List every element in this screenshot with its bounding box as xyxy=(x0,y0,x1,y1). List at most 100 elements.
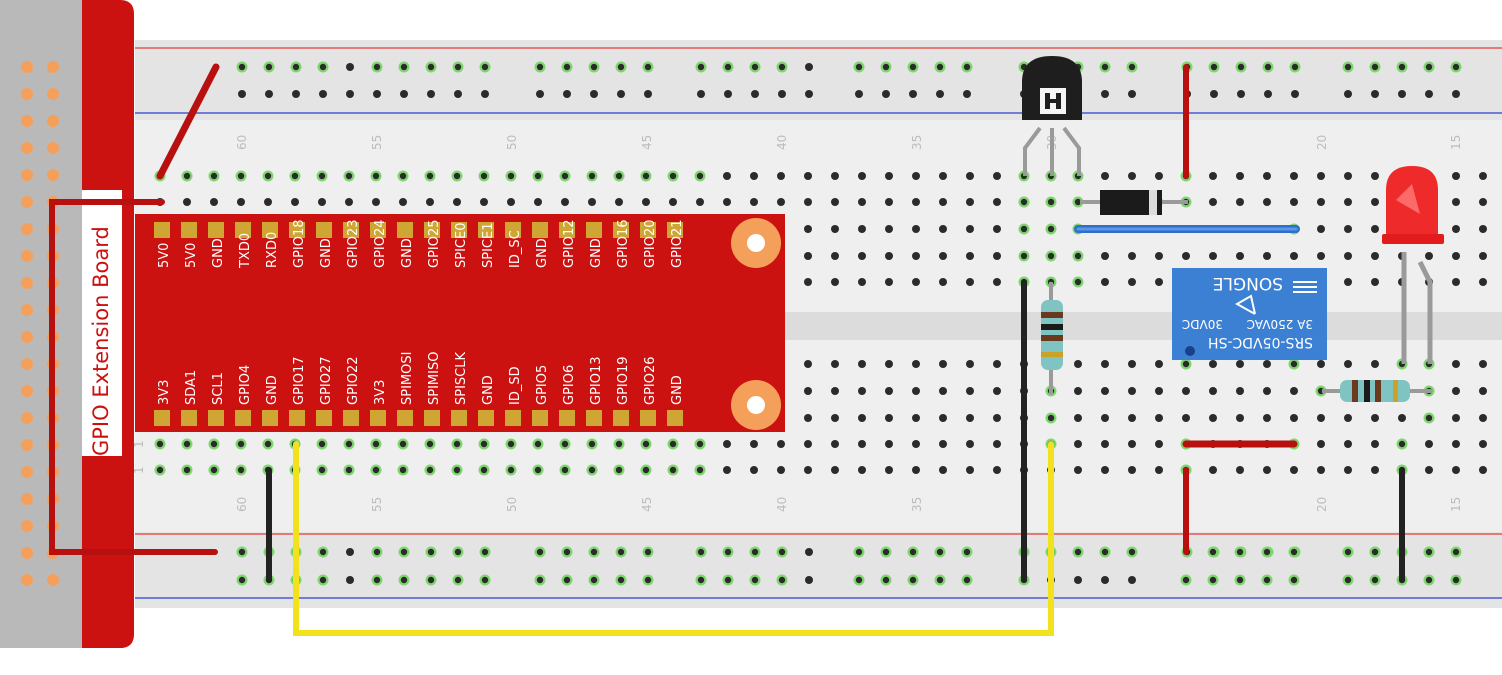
terminal-hole xyxy=(1101,440,1109,448)
terminal-hole xyxy=(966,440,974,448)
terminal-hole xyxy=(966,172,974,180)
terminal-hole xyxy=(831,466,839,474)
terminal-hole xyxy=(1479,360,1487,368)
terminal-hole xyxy=(1344,225,1352,233)
pin-label: 5V0 xyxy=(157,243,172,268)
terminal-hole xyxy=(858,360,866,368)
terminal-hole xyxy=(858,440,866,448)
wire-red-5v xyxy=(49,199,218,555)
terminal-hole xyxy=(1101,414,1109,422)
terminal-hole xyxy=(777,172,785,180)
terminal-hole xyxy=(1101,278,1109,286)
terminal-hole xyxy=(885,360,893,368)
resistor-horizontal xyxy=(1322,380,1432,402)
terminal-hole xyxy=(939,225,947,233)
terminal-hole xyxy=(912,172,920,180)
column-number: 55 xyxy=(370,497,384,512)
terminal-hole xyxy=(858,387,866,395)
rail-hole xyxy=(1452,90,1460,98)
header-pin xyxy=(21,547,33,559)
pin-pad xyxy=(370,222,386,238)
header-pin xyxy=(21,142,33,154)
rail-hole xyxy=(909,90,917,98)
relay-rating-dc: 30VDC xyxy=(1182,317,1223,331)
rail-hole xyxy=(346,63,354,71)
terminal-hole xyxy=(1452,414,1460,422)
rail-hole xyxy=(400,90,408,98)
terminal-hole xyxy=(1317,172,1325,180)
pin-pad xyxy=(343,410,359,426)
pin-pad xyxy=(343,222,359,238)
terminal-hole xyxy=(1128,360,1136,368)
pin-pad xyxy=(154,410,170,426)
terminal-hole xyxy=(480,198,488,206)
terminal-hole xyxy=(939,440,947,448)
terminal-hole xyxy=(723,440,731,448)
terminal-hole xyxy=(642,198,650,206)
terminal-hole xyxy=(1371,414,1379,422)
terminal-hole xyxy=(1344,278,1352,286)
terminal-hole xyxy=(1344,198,1352,206)
terminal-hole xyxy=(912,466,920,474)
terminal-hole xyxy=(1479,466,1487,474)
wires xyxy=(49,63,1405,636)
terminal-hole xyxy=(1128,278,1136,286)
terminal-hole xyxy=(1344,466,1352,474)
terminal-hole xyxy=(777,440,785,448)
terminal-hole xyxy=(831,387,839,395)
pin-label: GPIO16 xyxy=(616,219,631,268)
row-marker: 1 xyxy=(132,440,146,448)
pin-label: GPIO21 xyxy=(670,219,685,268)
terminal-hole xyxy=(993,387,1001,395)
relay-brand: SONGLE xyxy=(1213,273,1283,293)
pin-label: SPICE1 xyxy=(481,223,496,269)
terminal-hole xyxy=(1074,440,1082,448)
terminal-hole xyxy=(858,198,866,206)
terminal-hole xyxy=(804,172,812,180)
terminal-hole xyxy=(237,198,245,206)
pin-pad xyxy=(289,410,305,426)
terminal-hole xyxy=(993,198,1001,206)
rail-hole xyxy=(481,90,489,98)
rail-hole xyxy=(1291,90,1299,98)
header-pin xyxy=(21,574,33,586)
terminal-hole xyxy=(1452,172,1460,180)
terminal-hole xyxy=(750,466,758,474)
rail-hole xyxy=(724,90,732,98)
pin-label: GPIO20 xyxy=(643,219,658,268)
terminal-hole xyxy=(885,252,893,260)
terminal-hole xyxy=(399,198,407,206)
terminal-hole xyxy=(1074,360,1082,368)
pin-labels-bottom: 3V3 SDA1 SCL1 GPIO4 GND GPIO17 GPIO27 GP… xyxy=(157,352,685,405)
rail-hole xyxy=(292,90,300,98)
header-pin xyxy=(21,358,33,370)
terminal-hole xyxy=(804,252,812,260)
header-pin xyxy=(21,466,33,478)
terminal-hole xyxy=(777,466,785,474)
pin-label: GPIO23 xyxy=(346,219,361,268)
rail-hole xyxy=(1101,90,1109,98)
pin-label: GPIO24 xyxy=(373,219,388,268)
pin-pad xyxy=(235,410,251,426)
terminal-hole xyxy=(1182,387,1190,395)
header-pin xyxy=(21,61,33,73)
terminal-hole xyxy=(1290,252,1298,260)
pin-labels-top: 5V0 5V0 GND TXD0 RXD0 GPIO18 GND GPIO23 … xyxy=(157,219,685,269)
terminal-hole xyxy=(912,387,920,395)
terminal-hole xyxy=(1263,360,1271,368)
relay-logo-icon xyxy=(1234,281,1317,315)
terminal-hole xyxy=(669,198,677,206)
rail-hole xyxy=(1128,576,1136,584)
column-number: 60 xyxy=(235,497,249,512)
terminal-hole xyxy=(1479,252,1487,260)
terminal-hole xyxy=(912,198,920,206)
diode xyxy=(1080,190,1188,215)
terminal-hole xyxy=(1452,360,1460,368)
terminal-hole xyxy=(723,466,731,474)
terminal-hole xyxy=(1344,252,1352,260)
terminal-hole xyxy=(1101,172,1109,180)
terminal-hole xyxy=(912,440,920,448)
terminal-hole xyxy=(426,198,434,206)
header-pin xyxy=(21,439,33,451)
rail-hole xyxy=(590,90,598,98)
